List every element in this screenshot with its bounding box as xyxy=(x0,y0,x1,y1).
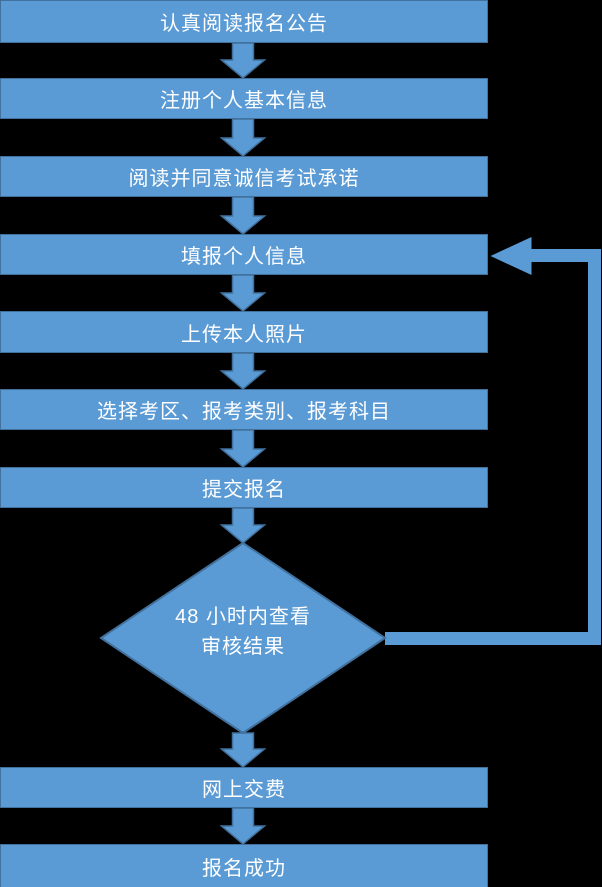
down-arrow-icon xyxy=(219,118,267,157)
decision-line-1: 48 小时内查看 xyxy=(175,606,311,628)
flow-step-label: 网上交费 xyxy=(202,779,286,801)
flow-step-label: 认真阅读报名公告 xyxy=(160,13,328,35)
loop-arrow-left-icon xyxy=(490,237,532,275)
flow-step-submit-registration: 提交报名 xyxy=(0,467,488,508)
flow-step-read-announcement: 认真阅读报名公告 xyxy=(0,0,488,43)
flow-step-label: 阅读并同意诚信考试承诺 xyxy=(128,168,360,190)
flow-step-label: 填报个人信息 xyxy=(181,246,307,268)
down-arrow-icon xyxy=(219,352,267,390)
down-arrow-icon xyxy=(219,196,267,235)
down-arrow-icon xyxy=(219,429,267,468)
down-arrow-icon xyxy=(219,42,267,79)
flow-step-label: 选择考区、报考类别、报考科目 xyxy=(97,401,391,423)
flow-decision-review-result: 48 小时内查看 审核结果 xyxy=(101,602,385,662)
flow-step-label: 报名成功 xyxy=(202,857,286,880)
flow-step-pay-online: 网上交费 xyxy=(0,767,488,808)
down-arrow-icon xyxy=(219,807,267,845)
decision-diamond xyxy=(99,541,387,735)
flow-step-label: 提交报名 xyxy=(202,479,286,501)
down-arrow-icon xyxy=(219,274,267,312)
flow-step-registration-success: 报名成功 xyxy=(0,844,488,887)
flow-step-select-exam-area-category-subjects: 选择考区、报考类别、报考科目 xyxy=(0,389,488,430)
flow-step-agree-honesty-pledge: 阅读并同意诚信考试承诺 xyxy=(0,156,488,197)
down-arrow-icon xyxy=(219,732,267,768)
down-arrow-icon xyxy=(219,507,267,544)
flow-step-label: 注册个人基本信息 xyxy=(160,90,328,112)
flow-step-fill-personal-info: 填报个人信息 xyxy=(0,234,488,275)
decision-line-2: 审核结果 xyxy=(201,636,285,658)
loop-connector-line xyxy=(385,249,601,645)
flow-step-register-basic-info: 注册个人基本信息 xyxy=(0,78,488,119)
flow-step-upload-photo: 上传本人照片 xyxy=(0,311,488,353)
flow-step-label: 上传本人照片 xyxy=(181,323,307,346)
